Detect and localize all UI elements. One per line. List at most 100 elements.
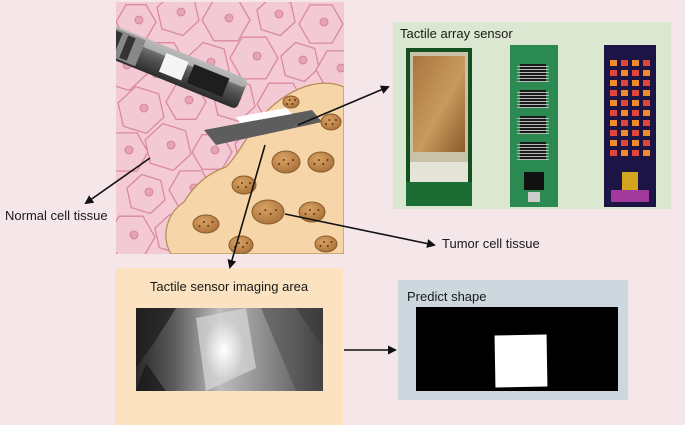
pcb-board-icon — [510, 45, 558, 207]
tumor-chromatin-dot — [288, 99, 291, 101]
normal-cell-nucleus — [274, 9, 284, 19]
tumor-cell-nucleus — [228, 235, 254, 254]
pcb-chip-pin — [517, 150, 549, 151]
normal-cell-nucleus — [184, 95, 194, 105]
pcb-pad — [610, 110, 617, 116]
tumor-chromatin-dot — [246, 242, 248, 244]
pcb-chip-pin — [517, 92, 549, 93]
pcb-pad — [610, 140, 617, 146]
tumor-chromatin-dot — [325, 123, 327, 125]
tumor-chromatin-dot — [313, 163, 316, 165]
pcb-pad — [621, 70, 628, 76]
pcb-chip-pin — [517, 156, 549, 157]
pcb-chip-pin — [517, 101, 549, 102]
pcb-pad — [632, 110, 639, 116]
predict-shape-panel: Predict shape — [398, 280, 628, 400]
pcb-chip-pin — [517, 104, 549, 105]
tumor-chromatin-dot — [238, 242, 240, 244]
pcb-pad — [610, 60, 617, 66]
pcb-pad — [621, 120, 628, 126]
tumor-cell-nucleus — [251, 199, 285, 225]
normal-cell-nucleus — [224, 13, 234, 23]
tumor-chromatin-dot — [241, 182, 243, 184]
tumor-cell-nucleus — [192, 214, 220, 234]
normal-cell-nucleus — [210, 145, 220, 155]
pcb-pad — [621, 90, 628, 96]
pcb-chip-pin — [517, 66, 549, 67]
normal-cell — [256, 2, 296, 37]
pcb-chip-pin — [517, 121, 549, 122]
tactile-intensity-map — [136, 308, 323, 391]
normal-cell-nucleus — [134, 15, 144, 25]
tumor-chromatin-dot — [292, 159, 294, 161]
tactile-array-sensor-panel: Tactile array sensor — [393, 22, 671, 209]
pcb-board-icon — [406, 48, 472, 206]
tumor-cell-nucleus — [271, 150, 301, 174]
tumor-chromatin-dot — [287, 163, 290, 165]
pcb-pad — [610, 150, 617, 156]
pcb-chip-pin — [517, 72, 549, 73]
tumor-chromatin-dot — [202, 221, 205, 223]
probe-icon — [116, 24, 322, 145]
pcb-pad — [621, 110, 628, 116]
pcb-chip-pin — [517, 130, 549, 131]
pcb-chip-pin — [517, 124, 549, 125]
predict-shape-title: Predict shape — [407, 289, 487, 304]
tumor-chromatin-dot — [286, 103, 288, 105]
normal-cell-nucleus — [139, 103, 149, 113]
pcb-chip-pin — [517, 107, 549, 108]
pcb-pad — [632, 120, 639, 126]
normal-cell — [201, 2, 251, 42]
pcb-pad — [643, 100, 650, 106]
tumor-chromatin-dot — [245, 186, 247, 188]
normal-cell-nucleus — [252, 51, 262, 61]
pcb-pad — [621, 100, 628, 106]
pcb-pad — [610, 80, 617, 86]
sensor-photos — [406, 45, 656, 207]
tumor-cell-nucleus — [320, 113, 342, 131]
pcb-pad — [621, 140, 628, 146]
tumor-cell-tissue-label: Tumor cell tissue — [442, 236, 540, 251]
pcb-chip-pin — [517, 81, 549, 82]
tumor-chromatin-dot — [249, 182, 251, 184]
tumor-chromatin-dot — [237, 186, 239, 188]
normal-cell-nucleus — [144, 187, 154, 197]
pcb-board-icon — [604, 45, 656, 207]
pcb-pad — [632, 90, 639, 96]
tumor-chromatin-dot — [264, 209, 267, 211]
tumor-cell-nucleus — [298, 201, 326, 223]
tumor-chromatin-dot — [211, 221, 214, 223]
normal-cell-nucleus — [319, 17, 329, 27]
tumor-chromatin-dot — [326, 245, 329, 247]
imaging-area-title: Tactile sensor imaging area — [149, 279, 309, 294]
pcb-chip-pin — [517, 147, 549, 148]
tumor-cell-nucleus — [314, 235, 338, 253]
pcb-chip-pin — [517, 127, 549, 128]
tissue-graphic — [116, 2, 344, 254]
normal-cell-nucleus — [124, 145, 134, 155]
pcb-pad — [632, 130, 639, 136]
pcb-pad — [632, 140, 639, 146]
pcb-pad — [643, 90, 650, 96]
tumor-cell-nucleus — [231, 175, 257, 195]
pcb-pad — [610, 100, 617, 106]
pcb-pad — [610, 90, 617, 96]
pcb-pad — [643, 120, 650, 126]
predicted-tumor-shape — [494, 334, 548, 388]
tumor-chromatin-dot — [322, 163, 325, 165]
pcb-pad — [621, 150, 628, 156]
pcb-pad — [621, 80, 628, 86]
tumor-chromatin-dot — [278, 163, 280, 165]
pcb-pad — [632, 80, 639, 86]
tumor-chromatin-dot — [304, 213, 307, 215]
tumor-chromatin-dot — [326, 159, 329, 161]
pcb-chip-pin — [517, 69, 549, 70]
pcb-pad — [610, 70, 617, 76]
pcb-pad — [643, 150, 650, 156]
tumor-chromatin-dot — [317, 209, 320, 211]
pcb-chip-pin — [517, 95, 549, 96]
normal-cell-nucleus — [298, 55, 308, 65]
pcb-pad — [632, 150, 639, 156]
pcb-pad — [632, 60, 639, 66]
normal-cell — [156, 2, 200, 37]
